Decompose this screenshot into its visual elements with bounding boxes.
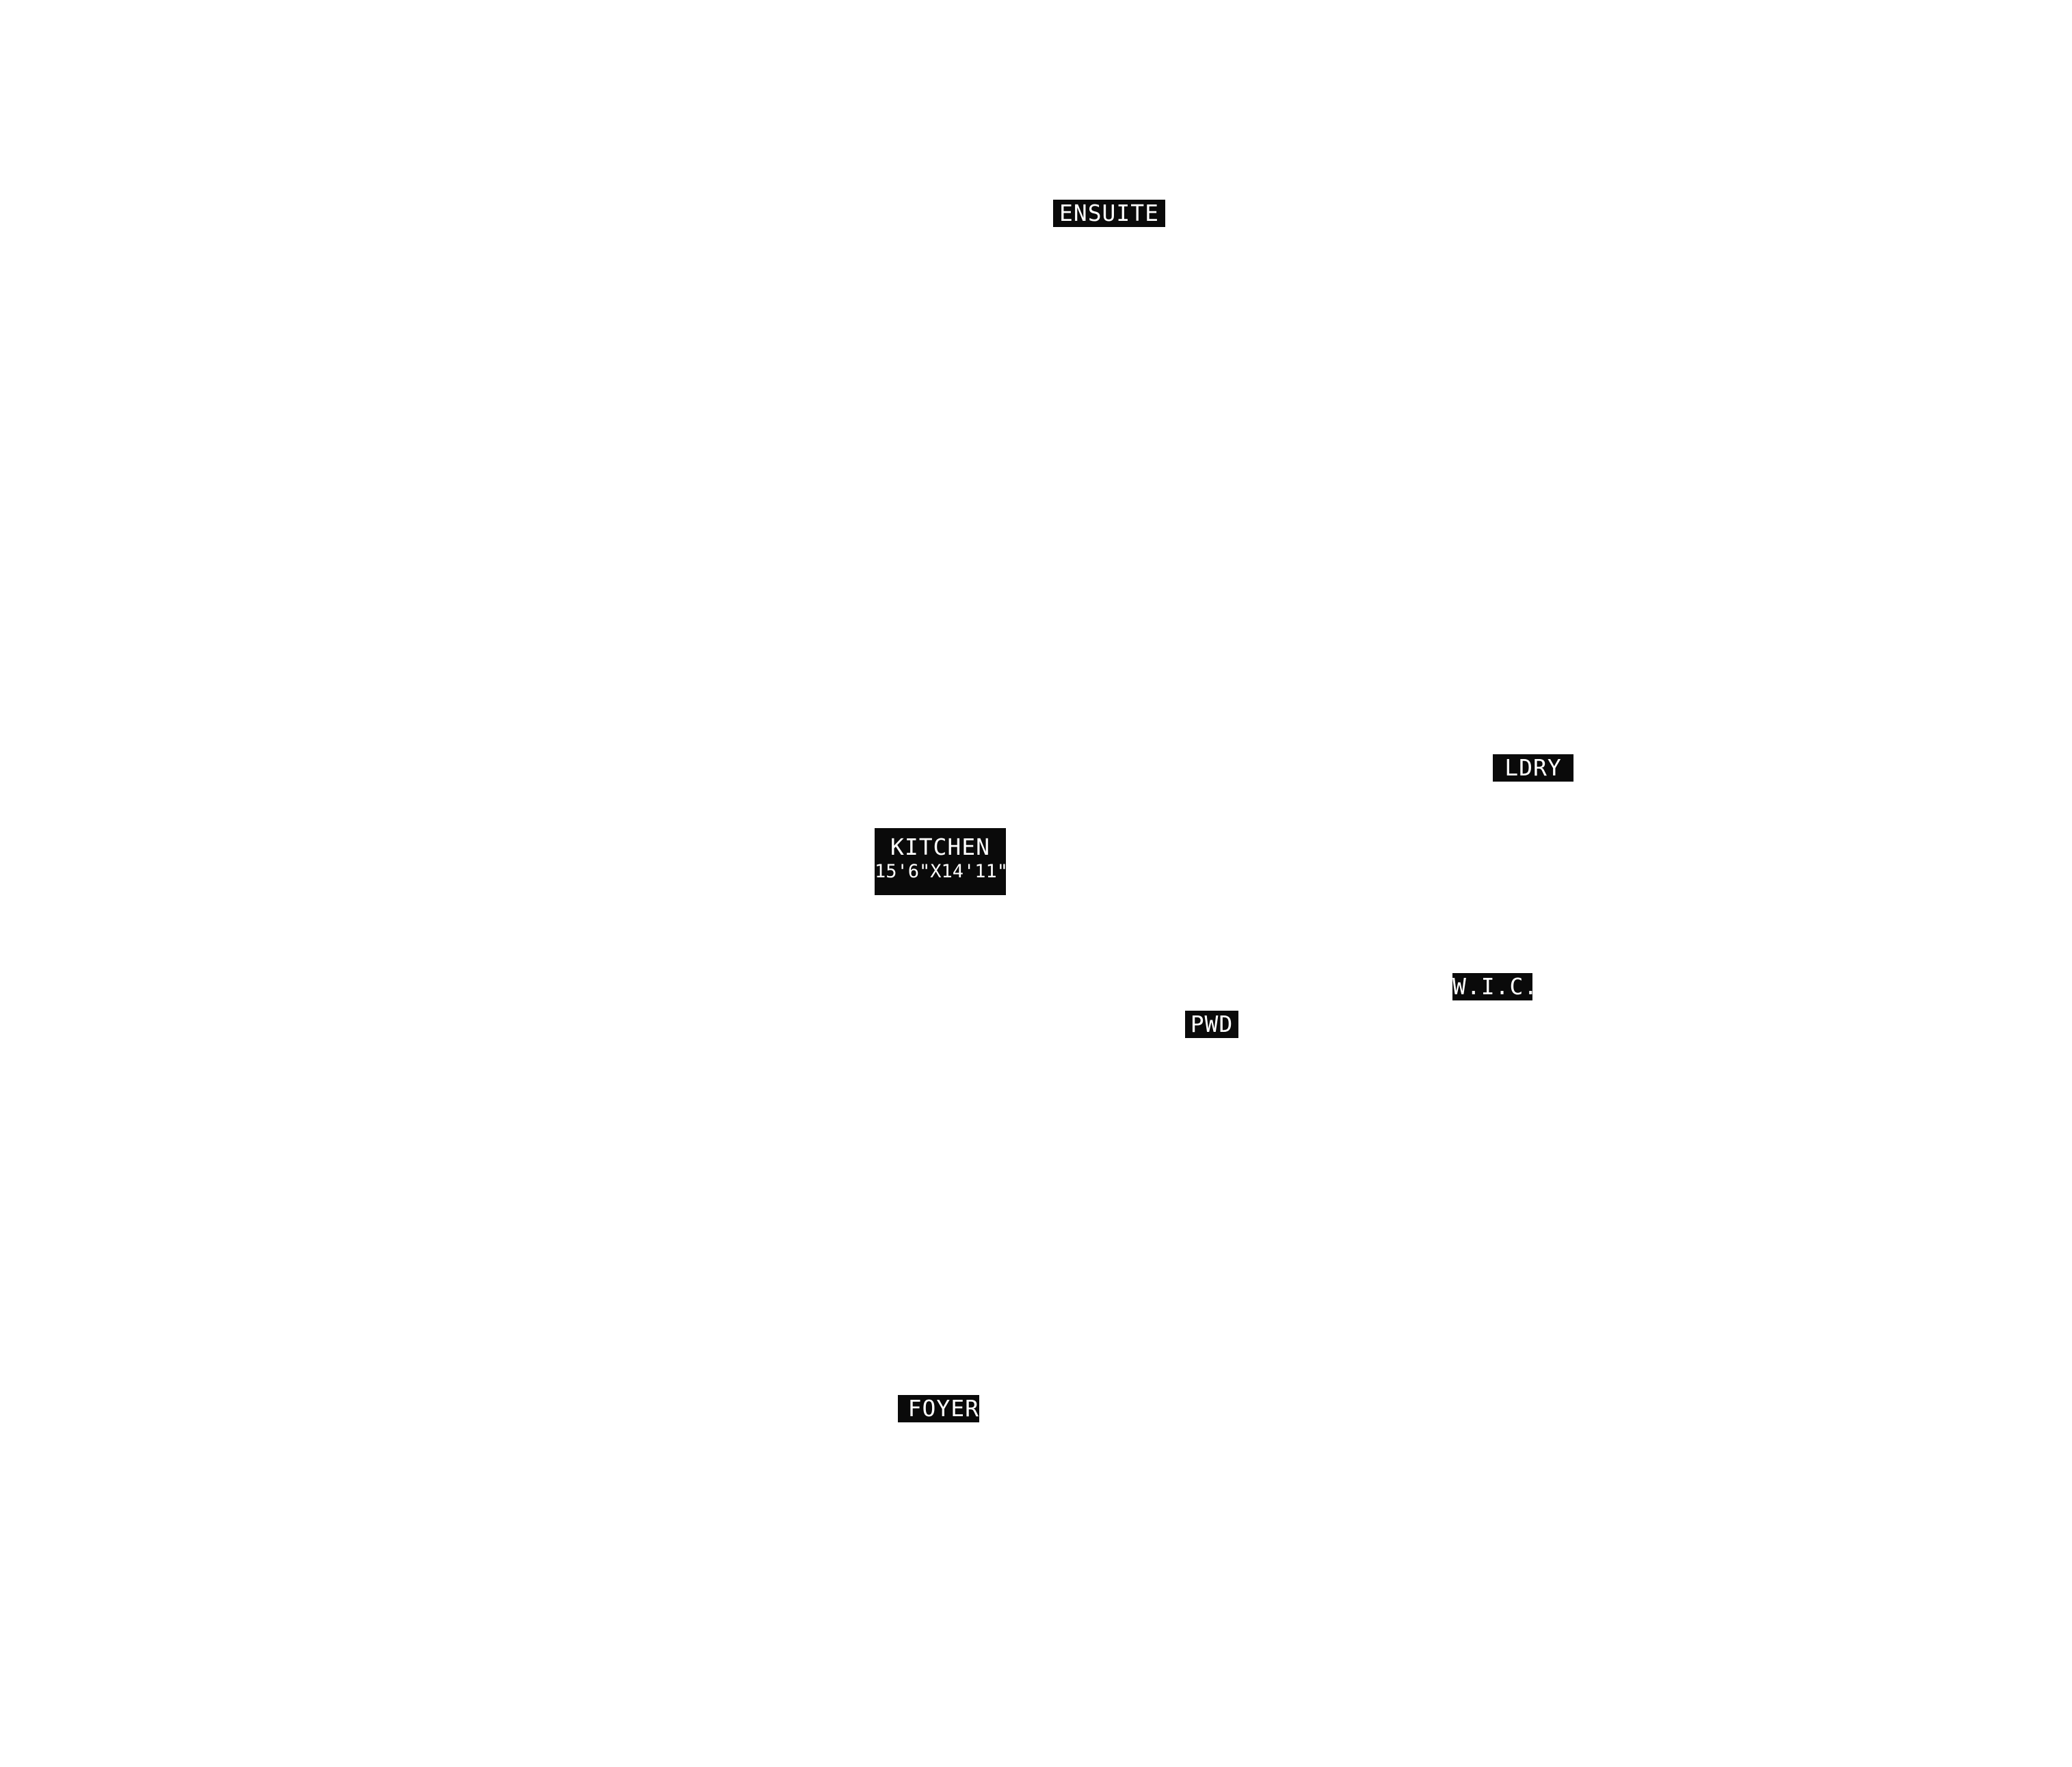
room-name-foyer: FOYER <box>907 1395 979 1422</box>
room-name-powder-room: PWD <box>1190 1011 1234 1037</box>
room-label-foyer: FOYER <box>898 1395 979 1422</box>
room-label-powder-room: PWD <box>1185 1011 1238 1038</box>
room-name-walk-in-closet: W.I.C. <box>1452 973 1532 1000</box>
room-name-laundry: LDRY <box>1504 754 1562 781</box>
room-label-walk-in-closet: W.I.C. <box>1452 973 1532 1000</box>
room-label-laundry: LDRY <box>1493 754 1573 782</box>
room-label-ensuite: ENSUITE <box>1053 200 1165 227</box>
room-name-kitchen: KITCHEN <box>890 834 991 860</box>
room-label-kitchen: KITCHEN 15'6"X14'11" <box>875 828 1006 895</box>
room-dimensions-kitchen: 15'6"X14'11" <box>875 861 1006 882</box>
room-name-ensuite: ENSUITE <box>1059 200 1160 226</box>
